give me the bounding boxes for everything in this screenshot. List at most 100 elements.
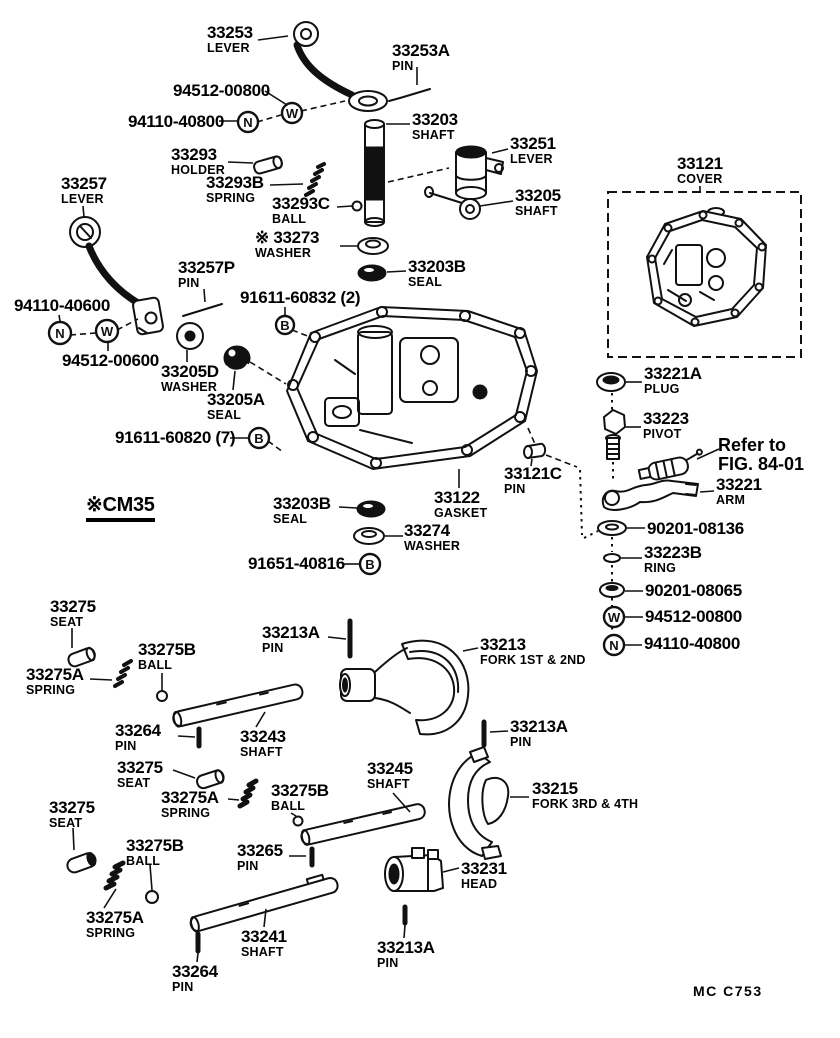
svg-text:B: B	[365, 557, 374, 572]
part-number: 33223B	[644, 543, 702, 562]
svg-text:B: B	[280, 318, 289, 333]
washer-marker: W	[602, 605, 626, 629]
part-caption: HEAD	[461, 876, 498, 891]
bolt-marker: B	[274, 314, 296, 336]
part-label-91611-60832: 91611-60832 (2)	[240, 289, 361, 307]
part-caption: PLUG	[644, 381, 680, 396]
part-caption: LEVER	[510, 151, 553, 166]
part-label-94512-00800-right: 94512-00800	[645, 608, 742, 626]
part-number: 33251	[510, 134, 556, 153]
part-number: ※CM35	[86, 495, 155, 522]
part-number: 33257P	[178, 258, 235, 277]
part-number: 33213A	[377, 938, 435, 957]
part-label-90201-08065: 90201-08065	[645, 582, 742, 600]
part-number: 33241	[241, 927, 287, 946]
part-number: Refer to	[718, 435, 787, 455]
part-caption: PIN	[178, 275, 200, 290]
part-caption: SHAFT	[367, 776, 410, 791]
lever-33257-part	[69, 216, 164, 336]
part-number: 33205D	[161, 362, 219, 381]
part-number: 33203	[412, 110, 458, 129]
ball-33275B-1-part	[156, 690, 168, 702]
part-label-cm35: ※CM35	[86, 495, 155, 522]
part-number: 33221	[716, 475, 762, 494]
part-caption: SEAL	[207, 407, 242, 422]
part-number: 33275A	[26, 665, 84, 684]
part-caption: FIG. 84-01	[718, 453, 805, 474]
part-label-94512-00800-top: 94512-00800	[173, 82, 270, 100]
part-caption: SPRING	[26, 682, 76, 697]
case-gasket-33122-part	[286, 306, 538, 470]
cover-33121-part	[646, 207, 767, 327]
part-number: 33215	[532, 779, 578, 798]
lever-33251-part	[455, 145, 504, 200]
spring-33275A-1-part	[113, 659, 133, 688]
ring-33223B-part	[603, 553, 621, 563]
part-number: 33274	[404, 521, 450, 540]
part-number: 94512-00800	[645, 607, 742, 626]
ball-33275B-2-part	[292, 815, 304, 827]
part-label-91651-40816: 91651-40816	[248, 555, 345, 573]
part-caption: BALL	[272, 211, 307, 226]
svg-text:B: B	[254, 431, 263, 446]
part-number: 33275A	[161, 788, 219, 807]
svg-text:N: N	[55, 326, 64, 341]
plug-33221A-part	[596, 372, 626, 392]
shaft-33203-part	[364, 119, 385, 227]
part-number: 33253	[207, 23, 253, 42]
part-number: 94110-40800	[644, 634, 740, 653]
part-caption: BALL	[126, 853, 161, 868]
part-label-94512-00600: 94512-00600	[62, 352, 159, 370]
ball-33275B-3-part	[145, 890, 159, 904]
part-caption: BALL	[138, 657, 173, 672]
part-label-footer: MC C753	[693, 984, 763, 999]
part-number: 33293	[171, 145, 217, 164]
washer-33274-part	[353, 527, 385, 545]
part-number: 94110-40800	[128, 112, 224, 131]
part-number: 90201-08136	[647, 519, 744, 538]
part-number: 90201-08065	[645, 581, 742, 600]
part-number: 33265	[237, 841, 283, 860]
part-caption: SHAFT	[240, 744, 283, 759]
ball-33293C-part	[351, 200, 363, 212]
washer-90201-08136-part	[597, 520, 627, 536]
part-caption: PIVOT	[643, 426, 682, 441]
spring-33275A-3-part	[103, 860, 126, 891]
part-caption: SEAT	[49, 815, 83, 830]
fork-33213-part	[339, 639, 470, 736]
part-caption: GASKET	[434, 505, 488, 520]
part-caption: PIN	[510, 734, 532, 749]
part-caption: FORK 3RD & 4TH	[532, 796, 639, 811]
seat-33275-3-part	[66, 852, 97, 874]
part-caption: SHAFT	[412, 127, 455, 142]
part-number: 33203B	[408, 257, 466, 276]
part-caption: ARM	[716, 492, 746, 507]
part-number: 33205A	[207, 390, 265, 409]
svg-text:N: N	[609, 638, 618, 653]
part-caption: COVER	[677, 171, 723, 186]
part-caption: SPRING	[161, 805, 211, 820]
part-number: 94512-00600	[62, 351, 159, 370]
washer-marker: W	[280, 101, 304, 125]
part-caption: RING	[644, 560, 677, 575]
